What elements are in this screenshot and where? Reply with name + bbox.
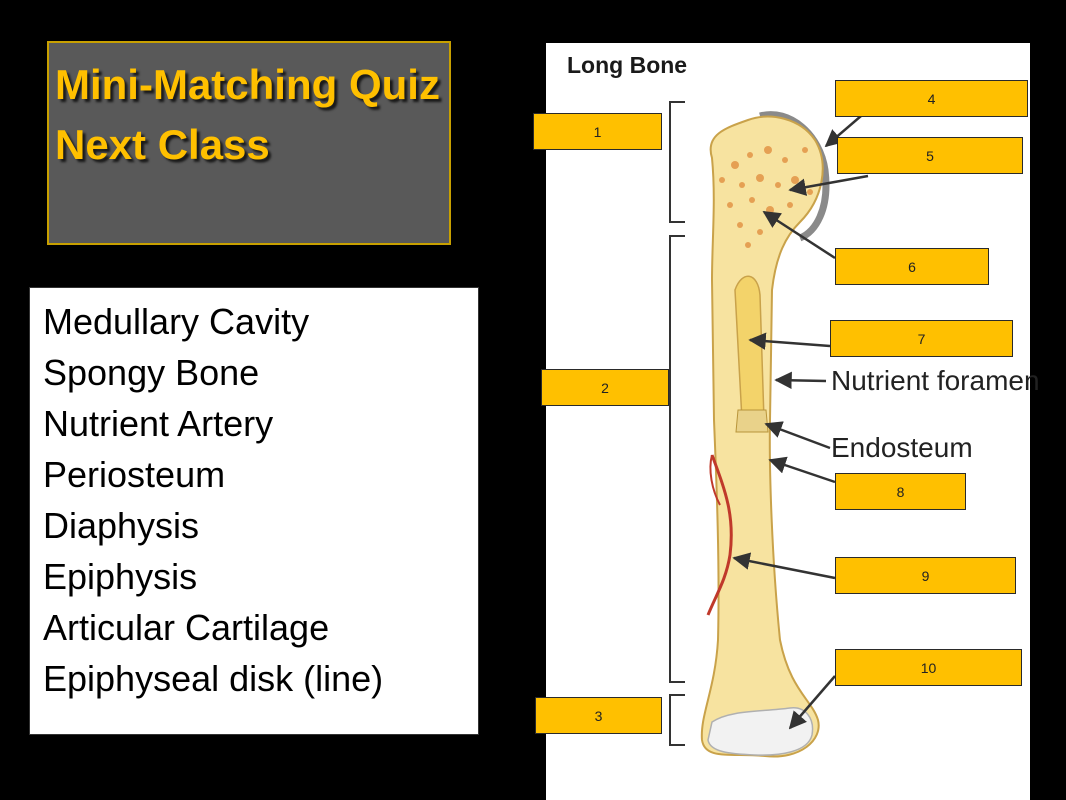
term-item: Medullary Cavity [43,301,310,342]
nutrient-artery-branch [709,454,721,506]
term-item: Spongy Bone [43,352,260,393]
pointer-5 [788,174,869,196]
pointer-7 [748,332,831,350]
pointer-endosteum [764,421,831,450]
bracket-epiphysis-upper [669,101,685,223]
pointer-8 [768,456,836,484]
label-box-1[interactable]: 1 [533,113,662,150]
label-box-3[interactable]: 3 [535,697,662,734]
periosteum-rim [759,111,830,242]
label-box-9[interactable]: 9 [835,557,1016,594]
pointer-6 [762,210,836,260]
pointer-nutrient-foramen [774,371,827,390]
pointer-9 [732,552,836,580]
term-item: Epiphysis [43,556,198,597]
label-box-4[interactable]: 4 [835,80,1028,117]
term-item: Diaphysis [43,505,200,546]
spongy-bone-texture [719,146,813,248]
terms-list: Medullary Cavity Spongy Bone Nutrient Ar… [30,288,478,704]
slide-title: Mini-Matching Quiz Next Class [55,61,440,168]
term-item: Nutrient Artery [43,403,274,444]
diagram-title: Long Bone [567,52,688,78]
endosteum-layer [735,409,769,433]
callout-nutrient-foramen: Nutrient foramen [831,365,1040,396]
bone-shape [700,115,824,758]
label-box-2[interactable]: 2 [541,369,669,406]
bracket-epiphysis-lower [669,694,685,746]
terms-list-box: Medullary Cavity Spongy Bone Nutrient Ar… [29,287,479,735]
label-box-10[interactable]: 10 [835,649,1022,686]
label-box-7[interactable]: 7 [830,320,1013,357]
articular-cartilage-lower [707,707,814,756]
callout-endosteum: Endosteum [831,432,973,463]
label-box-5[interactable]: 5 [837,137,1023,174]
term-item: Periosteum [43,454,226,495]
bracket-diaphysis [669,235,685,683]
label-box-6[interactable]: 6 [835,248,989,285]
term-item: Epiphyseal disk (line) [43,658,384,699]
nutrient-artery [706,454,733,616]
title-box: Mini-Matching Quiz Next Class [47,41,451,245]
term-item: Articular Cartilage [43,607,330,648]
label-box-8[interactable]: 8 [835,473,966,510]
pointer-10 [788,675,836,730]
